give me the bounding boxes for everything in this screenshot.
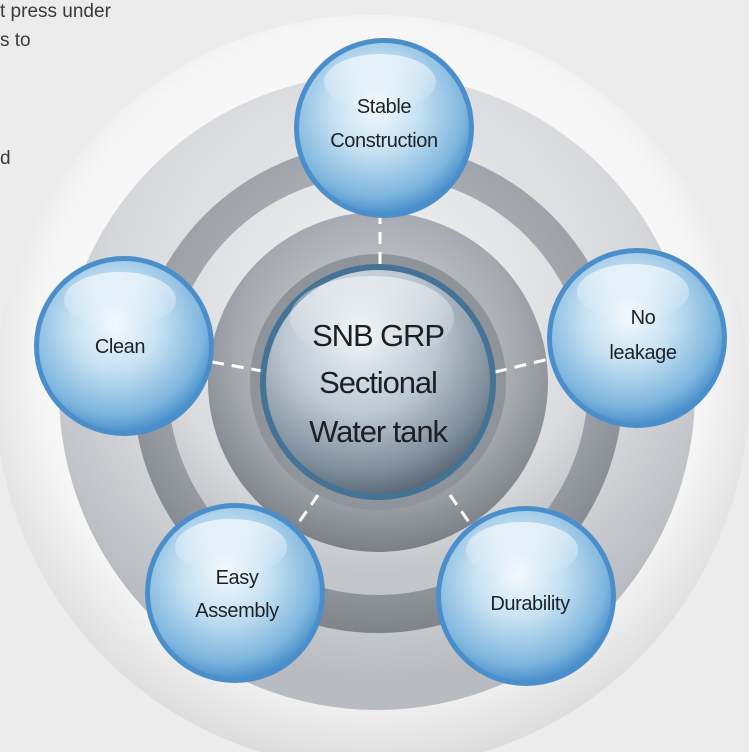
feature-label-line-1: No: [631, 307, 656, 329]
feature-node-easy-assembly: Easy Assembly: [145, 503, 325, 683]
center-node: SNB GRP Sectional Water tank: [260, 264, 496, 500]
feature-label-line-1: Clean: [95, 336, 145, 358]
feature-label-line-1: Easy: [216, 567, 259, 589]
feature-node-durability: Durability: [436, 506, 616, 686]
background-text-line-2: s to: [0, 30, 31, 51]
feature-label-line-2: Construction: [330, 130, 437, 152]
center-title-line-2: Sectional: [319, 365, 437, 400]
feature-node-stable-construction: Stable Construction: [294, 38, 474, 218]
feature-label-line-1: Durability: [490, 593, 570, 615]
feature-label-line-2: leakage: [609, 342, 677, 364]
center-title-line-3: Water tank: [309, 414, 448, 449]
feature-label-line-1: Stable: [357, 96, 412, 118]
background-text-line-3: d: [0, 148, 11, 169]
feature-node-no-leakage: No leakage: [547, 248, 727, 428]
center-title-line-1: SNB GRP: [312, 318, 444, 353]
feature-label-line-2: Assembly: [195, 600, 279, 622]
background-text-line-1: t press under: [0, 1, 111, 22]
feature-node-clean: Clean: [34, 256, 214, 436]
